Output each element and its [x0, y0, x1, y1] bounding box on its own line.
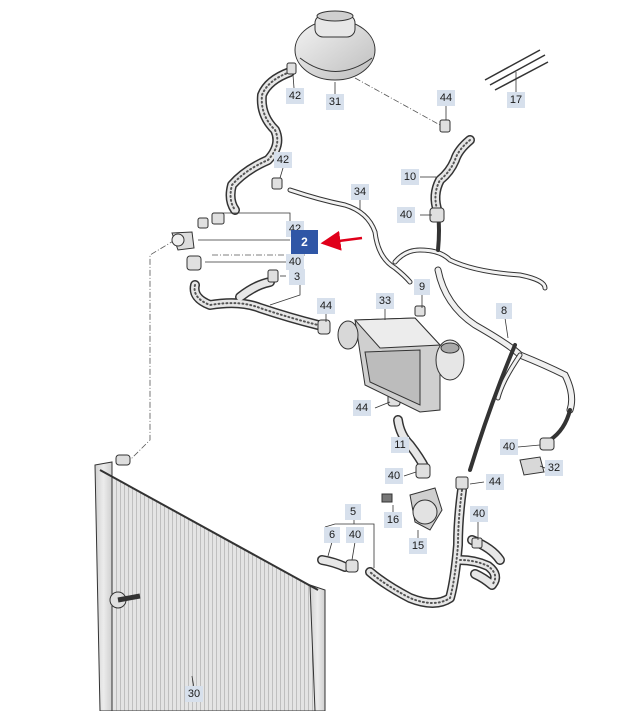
part-label-6[interactable]: 6: [324, 527, 340, 543]
part-label-2-selected[interactable]: 2: [291, 230, 318, 254]
part-label-44[interactable]: 44: [353, 400, 371, 416]
part-label-40[interactable]: 40: [346, 527, 364, 543]
part-label-30[interactable]: 30: [185, 686, 203, 702]
part-label-40[interactable]: 40: [397, 207, 415, 223]
part-label-40[interactable]: 40: [286, 254, 304, 270]
part-label-10[interactable]: 10: [401, 169, 419, 185]
expansion-tank: [294, 10, 376, 81]
part-label-42[interactable]: 42: [286, 88, 304, 104]
part-label-31[interactable]: 31: [326, 94, 344, 110]
water-pump-15: [381, 487, 443, 531]
part-label-42[interactable]: 42: [274, 152, 292, 168]
part-label-3[interactable]: 3: [289, 269, 305, 285]
part-label-32[interactable]: 32: [545, 460, 563, 476]
t-piece: [171, 231, 195, 251]
part-label-8[interactable]: 8: [496, 303, 512, 319]
part-label-44[interactable]: 44: [437, 90, 455, 106]
part-label-44[interactable]: 44: [486, 474, 504, 490]
part-label-44[interactable]: 44: [317, 298, 335, 314]
part-label-33[interactable]: 33: [376, 293, 394, 309]
part-label-11[interactable]: 11: [391, 437, 409, 453]
part-label-16[interactable]: 16: [384, 512, 402, 528]
part-label-34[interactable]: 34: [351, 184, 369, 200]
part-label-9[interactable]: 9: [414, 279, 430, 295]
part-label-15[interactable]: 15: [409, 538, 427, 554]
part-label-40[interactable]: 40: [500, 439, 518, 455]
coolant-pump-33: [337, 317, 465, 413]
part-label-40[interactable]: 40: [385, 468, 403, 484]
callout-arrow: [320, 230, 363, 251]
part-label-40[interactable]: 40: [470, 506, 488, 522]
radiator-30: [94, 454, 326, 711]
part-label-5[interactable]: 5: [345, 504, 361, 520]
part-label-17[interactable]: 17: [507, 92, 525, 108]
